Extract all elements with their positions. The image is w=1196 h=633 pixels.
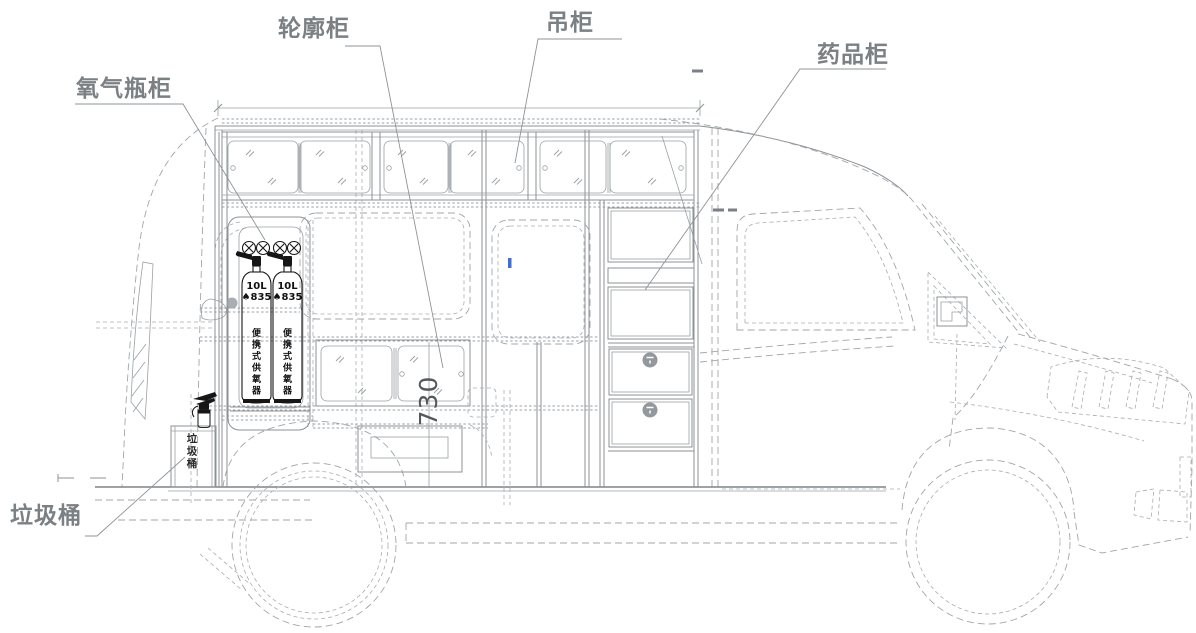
leader-oxygen-cabinet — [75, 103, 266, 241]
oxygen-bottle — [266, 240, 303, 404]
leader-lines — [75, 38, 886, 537]
bottle-2-side-text: 便携式供氧器 — [281, 328, 291, 397]
trash-bin-side-text: 垃圾桶 — [185, 433, 198, 471]
top-dimension — [213, 100, 705, 116]
bottle-2-label: 10L ♠835 — [272, 281, 303, 303]
leader-overhead-cabinet — [514, 38, 622, 164]
leader-trash-bin — [85, 456, 186, 537]
overhead-cabinet — [221, 131, 695, 201]
bottle-capacity: 10L — [277, 281, 298, 292]
oxygen-cabinet — [226, 216, 311, 431]
rear-wheel — [222, 420, 407, 628]
bottle-1-label: 10L ♠835 — [241, 281, 272, 303]
bottle-capacity: 10L — [246, 281, 267, 292]
label-overhead-cabinet: 吊柜 — [546, 10, 594, 36]
dimension-730: 730 — [414, 375, 443, 427]
bench-box — [357, 425, 463, 473]
section-marks — [692, 69, 737, 212]
label-trash-bin: 垃圾桶 — [10, 503, 82, 529]
van-body-outline — [57, 117, 1193, 628]
blue-mark — [508, 258, 512, 268]
fire-extinguisher-icon — [191, 392, 217, 429]
label-oxygen-cabinet: 氧气瓶柜 — [76, 76, 172, 102]
side-mirror-icon — [936, 296, 968, 327]
side-windows — [299, 212, 591, 345]
leader-contour-cabinet — [345, 45, 444, 369]
drawer — [608, 398, 693, 448]
headlight — [1046, 357, 1190, 425]
label-medicine-cabinet: 药品柜 — [817, 42, 889, 68]
contour-cabinet — [315, 339, 497, 418]
drawer-knob-icon — [642, 352, 658, 368]
bottle-height-mark: ♠835 — [241, 292, 272, 303]
bottle-1-side-text: 便携式供氧器 — [250, 328, 260, 397]
interior-structure — [200, 126, 703, 505]
front-wheel — [901, 427, 1075, 625]
label-contour-cabinet: 轮廓柜 — [278, 16, 350, 42]
bottle-height-mark: ♠835 — [272, 292, 303, 303]
drawer — [608, 348, 693, 396]
drawer-knob-icon — [642, 402, 658, 418]
oxygen-bottle — [235, 240, 272, 404]
leader-medicine-cabinet — [644, 68, 886, 291]
trash-bin-box — [170, 394, 217, 505]
medicine-cabinet — [607, 207, 695, 452]
